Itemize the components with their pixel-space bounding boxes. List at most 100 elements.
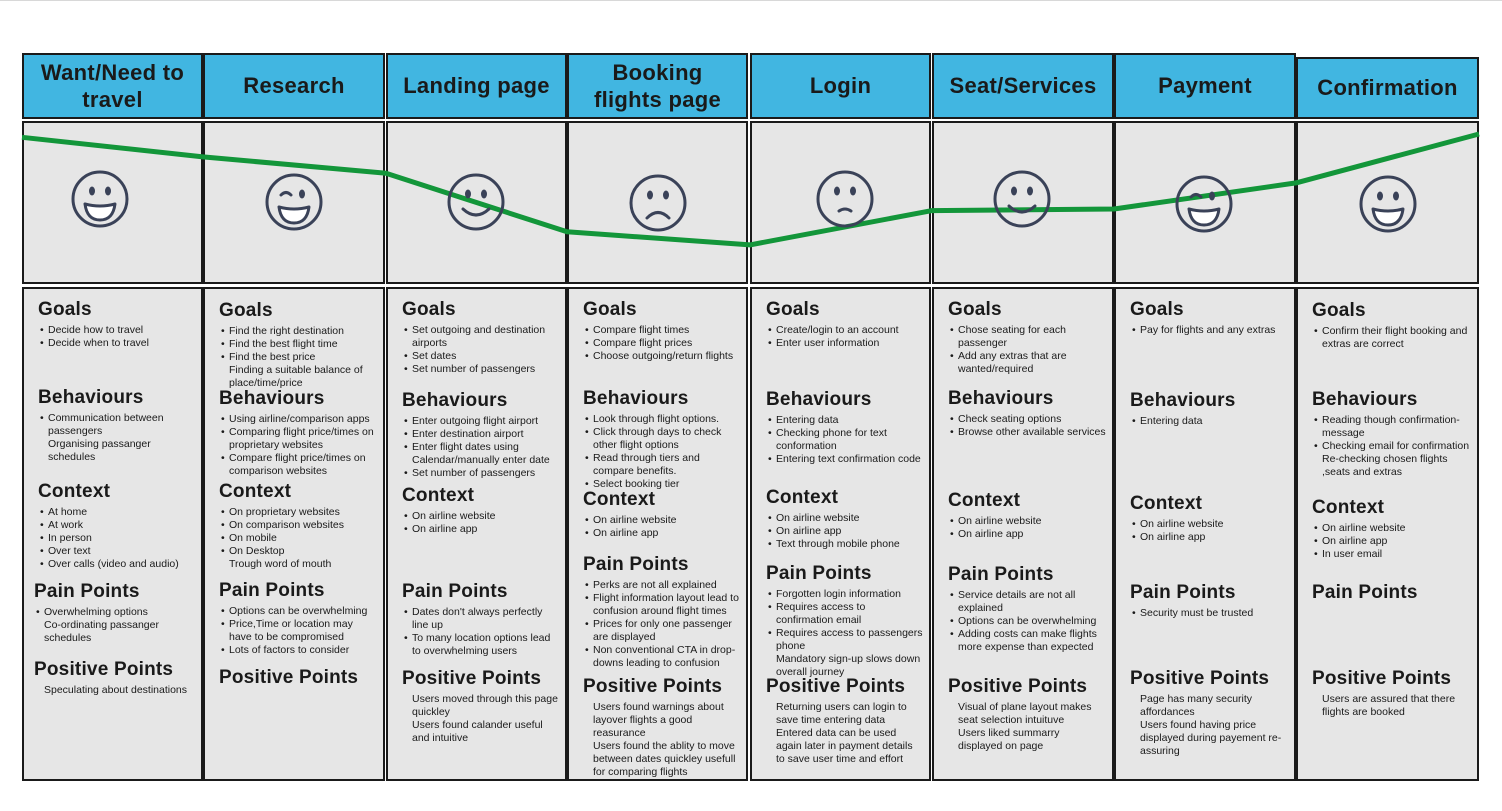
goals-heading: Goals xyxy=(583,299,637,320)
list-item: Page has many security affordances xyxy=(1140,693,1253,718)
list-item: Over calls (video and audio) xyxy=(38,558,195,571)
list-item: Adding costs can make flights more expen… xyxy=(948,628,1106,654)
list-item: Mandatory sign-up slows down overall jou… xyxy=(776,653,921,678)
list-item: Forgotten login information xyxy=(766,588,923,601)
list-item: Organising passanger schedules xyxy=(48,438,151,463)
list-item: Options can be overwhelming xyxy=(219,605,377,618)
list-item: Entering data xyxy=(1130,415,1288,428)
positive-heading: Positive Points xyxy=(34,659,174,680)
list-item: Users are assured that there flights are… xyxy=(1322,693,1456,718)
list-item: On airline website xyxy=(1130,518,1288,531)
positive-heading: Positive Points xyxy=(948,676,1088,697)
list-item: Compare flight times xyxy=(583,324,740,337)
list-item: Comparing flight price/times on propriet… xyxy=(219,426,377,452)
behaviours-heading: Behaviours xyxy=(948,388,1054,409)
list-item: Compare flight prices xyxy=(583,337,740,350)
emotion-panel-4 xyxy=(567,121,748,284)
context-list: At homeAt workIn personOver textOver cal… xyxy=(38,506,195,571)
pain-list: Forgotten login informationRequires acce… xyxy=(766,588,923,679)
list-item: Security must be trusted xyxy=(1130,607,1288,620)
list-item: On comparison websites xyxy=(219,519,377,532)
behaviours-section: BehavioursEntering dataChecking phone fo… xyxy=(766,389,923,466)
list-item: Non conventional CTA in drop-downs leadi… xyxy=(583,644,740,670)
list-item: On airline app xyxy=(402,523,559,536)
context-list: On airline websiteOn airline app xyxy=(948,515,1106,541)
pain-list: Service details are not all explainedOpt… xyxy=(948,589,1106,654)
context-section: ContextAt homeAt workIn personOver textO… xyxy=(38,481,195,571)
goals-heading: Goals xyxy=(38,299,92,320)
list-item: At home xyxy=(38,506,195,519)
context-section: ContextOn airline websiteOn airline appI… xyxy=(1312,497,1471,561)
list-item: Service details are not all explained xyxy=(948,589,1106,615)
context-heading: Context xyxy=(219,481,292,502)
goals-section: GoalsDecide how to travelDecide when to … xyxy=(38,299,195,350)
details-panel-3: GoalsSet outgoing and destination airpor… xyxy=(386,287,567,781)
goals-list: Pay for flights and any extras xyxy=(1130,324,1288,337)
goals-list: Set outgoing and destination airportsSet… xyxy=(402,324,559,376)
stage-header-8: Confirmation xyxy=(1296,57,1479,119)
list-item: Prices for only one passenger are displa… xyxy=(583,618,740,644)
details-panel-2: GoalsFind the right destinationFind the … xyxy=(203,287,385,781)
context-heading: Context xyxy=(766,487,839,508)
pain-section: Pain PointsService details are not all e… xyxy=(948,564,1106,654)
list-item: Entered data can be used again later in … xyxy=(776,727,913,765)
list-item: Set number of passengers xyxy=(402,467,559,480)
list-item: On airline website xyxy=(766,512,923,525)
list-item: Find the best flight time xyxy=(219,338,377,351)
context-section: Context On airline websiteOn airline appT… xyxy=(766,487,923,551)
context-list: On airline websiteOn airline app xyxy=(1130,518,1288,544)
list-item: Set outgoing and destination airports xyxy=(402,324,559,350)
goals-heading: Goals xyxy=(1312,300,1366,321)
list-item: Requires access to confirmation email xyxy=(766,601,923,627)
context-section: ContextOn airline websiteOn airline app xyxy=(948,490,1106,541)
goals-heading: Goals xyxy=(948,299,1002,320)
pain-section: Pain Points xyxy=(1312,582,1471,607)
list-item: Finding a suitable balance of place/time… xyxy=(229,364,363,389)
list-item: Using airline/comparison apps xyxy=(219,413,377,426)
behaviours-heading: Behaviours xyxy=(219,388,325,409)
list-item: Entering data xyxy=(766,414,923,427)
context-heading: Context xyxy=(1312,497,1385,518)
list-item: Dates don't always perfectly line up xyxy=(402,606,559,632)
pain-section: Pain PointsDates don't always perfectly … xyxy=(402,581,559,658)
list-item: Browse other available services xyxy=(948,426,1106,439)
details-panel-4: GoalsCompare flight timesCompare flight … xyxy=(567,287,748,781)
list-item: Select booking tier xyxy=(583,478,740,491)
list-item: Checking email for confirmation xyxy=(1312,440,1471,453)
list-item: Confirm their flight booking and extras … xyxy=(1312,325,1471,351)
list-item: On proprietary websites xyxy=(219,506,377,519)
behaviours-list: Look through flight options.Click throug… xyxy=(583,413,740,491)
goals-section: GoalsPay for flights and any extras xyxy=(1130,299,1288,337)
list-item: Checking phone for text conformation xyxy=(766,427,923,453)
face-frown-icon xyxy=(629,174,687,232)
list-item: Reading though confirmation-message xyxy=(1312,414,1471,440)
emotion-panel-2 xyxy=(203,121,385,284)
list-item: Decide how to travel xyxy=(38,324,195,337)
list-item: Enter destination airport xyxy=(402,428,559,441)
list-item: Add any extras that are wanted/required xyxy=(948,350,1106,376)
face-neutral-frown-icon xyxy=(816,170,874,228)
pain-section: Pain PointsSecurity must be trusted xyxy=(1130,582,1288,620)
behaviours-heading: Behaviours xyxy=(38,387,144,408)
behaviours-section: BehavioursEnter outgoing flight airportE… xyxy=(402,390,559,480)
pain-heading: Pain Points xyxy=(219,580,325,601)
goals-list: Decide how to travelDecide when to trave… xyxy=(38,324,195,350)
emotion-line xyxy=(21,131,1480,248)
emotion-panel-5 xyxy=(750,121,931,284)
emotion-panel-8 xyxy=(1296,121,1479,284)
pain-heading: Pain Points xyxy=(766,563,872,584)
pain-list: Options can be overwhelmingPrice,Time or… xyxy=(219,605,377,657)
pain-list: Security must be trusted xyxy=(1130,607,1288,620)
goals-heading: Goals xyxy=(402,299,456,320)
list-item: Options can be overwhelming xyxy=(948,615,1106,628)
list-item: Read through tiers and compare benefits. xyxy=(583,452,740,478)
list-item: On airline app xyxy=(766,525,923,538)
list-item: Communication between passengers xyxy=(38,412,195,438)
context-list: On airline websiteOn airline appText thr… xyxy=(766,512,923,551)
behaviours-list: Reading though confirmation-messageCheck… xyxy=(1312,414,1471,479)
context-section: ContextOn airline websiteOn airline app xyxy=(1130,493,1288,544)
